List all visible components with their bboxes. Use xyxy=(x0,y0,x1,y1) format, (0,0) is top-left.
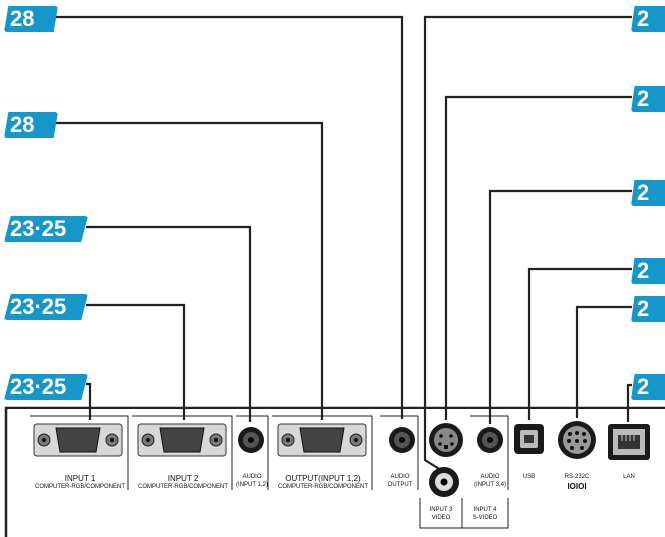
leader-line xyxy=(575,305,632,418)
audio-jack-icon xyxy=(389,427,415,453)
leader-line xyxy=(444,95,632,420)
lan-label: LAN xyxy=(623,474,635,480)
input2-sub-label: COMPUTER-RGB/COMPONENT xyxy=(138,484,228,490)
callout-badge: 2 xyxy=(631,258,665,284)
usb-label: USB xyxy=(522,474,536,480)
audio-12-label: AUDIO xyxy=(242,474,262,480)
callout-badge: 28 xyxy=(4,6,58,32)
callout-badge: 2 xyxy=(631,6,665,32)
output-sub-label: COMPUTER-RGB/COMPONENT xyxy=(278,484,368,490)
leader-line xyxy=(86,382,92,420)
svideo-connector-icon xyxy=(429,423,463,457)
usb-connector-icon xyxy=(514,424,544,454)
callout-badge: 23·25 xyxy=(4,374,88,400)
callout-badge: 28 xyxy=(4,112,58,138)
audio-jack-icon xyxy=(238,427,264,453)
leader-line xyxy=(488,189,632,424)
lan-connector-icon xyxy=(608,424,650,460)
audio-output-sub-label: OUTPUT xyxy=(387,482,413,488)
audio-jack-icon xyxy=(429,467,459,497)
input4-label: INPUT 4 xyxy=(473,507,497,513)
vga-connector-icon xyxy=(277,423,367,457)
rs232c-label: RS-232C xyxy=(564,474,590,480)
leader-line xyxy=(527,267,632,420)
input2-label: INPUT 2 xyxy=(167,474,199,483)
audio-12-sub-label: (INPUT 1,2) xyxy=(236,482,268,488)
leader-line xyxy=(56,15,404,419)
rs232c-sub-label: IOIOI xyxy=(567,482,587,491)
input3-label: INPUT 3 xyxy=(429,507,453,513)
audio-34-label: AUDIO xyxy=(480,474,500,480)
leader-line xyxy=(626,383,632,422)
input3-sub-label: VIDEO xyxy=(431,515,451,521)
leader-line xyxy=(423,15,632,473)
input1-sub-label: COMPUTER-RGB/COMPONENT xyxy=(35,484,125,490)
vga-connector-icon xyxy=(137,423,227,457)
callout-badge: 23·25 xyxy=(4,216,88,242)
audio-output-label: AUDIO xyxy=(390,474,410,480)
audio-jack-icon xyxy=(477,427,503,453)
input1-label: INPUT 1 xyxy=(64,474,96,483)
leader-line xyxy=(86,225,252,422)
rs232c-connector-icon xyxy=(558,421,596,459)
callout-badge: 2 xyxy=(631,296,665,322)
callout-badge: 2 xyxy=(631,86,665,112)
callout-badge: 23·25 xyxy=(4,294,88,320)
vga-connector-icon xyxy=(33,423,123,457)
leader-line xyxy=(56,121,324,420)
leader-line xyxy=(86,303,186,420)
input4-sub-label: S-VIDEO xyxy=(472,515,498,521)
audio-34-sub-label: (INPUT 3,4) xyxy=(474,482,506,488)
output-label: OUTPUT(INPUT 1,2) xyxy=(285,474,361,483)
callout-badge: 2 xyxy=(631,374,665,400)
callout-badge: 2 xyxy=(631,180,665,206)
